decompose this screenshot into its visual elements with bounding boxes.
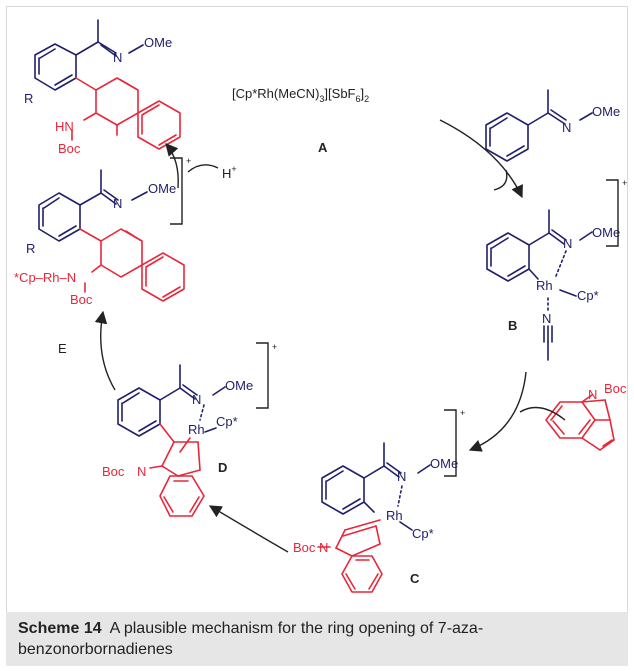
B-atom-Cp: Cp* bbox=[577, 288, 599, 303]
C-atom-N: N bbox=[397, 469, 406, 484]
D-atom-Rh: Rh bbox=[188, 422, 205, 437]
intermediate-C-structure bbox=[321, 442, 431, 531]
bracket-E bbox=[170, 157, 183, 225]
substrate-atom-OMe: OMe bbox=[592, 104, 620, 119]
arrow-D-to-E bbox=[94, 310, 116, 391]
label-B: B bbox=[508, 318, 517, 333]
aza-atom-Boc: Boc bbox=[604, 381, 627, 396]
atom-Boc: Boc bbox=[58, 141, 81, 156]
D-atom-OMe: OMe bbox=[225, 378, 253, 393]
charge-B: + bbox=[622, 178, 627, 188]
bracket-D bbox=[256, 342, 269, 409]
E-atom-OMe: OMe bbox=[148, 181, 176, 196]
E-atom-N: N bbox=[113, 196, 122, 211]
arrow-aza-in bbox=[519, 406, 566, 421]
aza-benzonorbornadiene bbox=[545, 394, 615, 451]
charge-E: + bbox=[186, 156, 191, 166]
B-atom-Rh: Rh bbox=[536, 278, 553, 293]
mechanism-diagram: N OMe R HN Boc [Cp*Rh(MeCN)3][SbF6]2 A H… bbox=[14, 19, 627, 593]
E-atom-Boc: Boc bbox=[70, 292, 93, 307]
charge-C: + bbox=[460, 408, 465, 418]
E-dihydronaphthalene bbox=[79, 228, 185, 302]
label-E: E bbox=[58, 341, 67, 356]
atom-N: N bbox=[113, 50, 122, 65]
substrate-acetophenone-oxime bbox=[485, 89, 593, 162]
D-atom-N: N bbox=[192, 392, 201, 407]
atom-HN: HN bbox=[55, 119, 74, 134]
arrow-B-to-C bbox=[468, 371, 527, 452]
caption-text: A plausible mechanism for the ring openi… bbox=[18, 620, 484, 658]
E-atom-R: R bbox=[26, 241, 35, 256]
substrate-atom-N: N bbox=[562, 120, 571, 135]
intermediate-E-aryl-oxime bbox=[38, 169, 148, 242]
caption-label: Scheme 14 bbox=[18, 620, 102, 637]
D-rhodacycle-fragment bbox=[149, 423, 205, 517]
label-C: C bbox=[410, 571, 420, 586]
atom-R: R bbox=[24, 91, 33, 106]
arrow-substrate-in bbox=[493, 169, 508, 191]
product-dihydronaphthalene bbox=[71, 77, 181, 150]
label-D: D bbox=[218, 460, 227, 475]
B-nitrile-N: N bbox=[542, 311, 551, 326]
arrow-C-to-D bbox=[208, 505, 289, 553]
arrow-proton-in bbox=[187, 164, 219, 173]
cycle-arrows bbox=[94, 119, 566, 553]
charge-D: + bbox=[272, 342, 277, 352]
C-bound-alkene bbox=[317, 519, 383, 593]
C-atom-N: N bbox=[319, 540, 328, 555]
B-atom-OMe: OMe bbox=[592, 225, 620, 240]
figure-panel bbox=[6, 6, 628, 612]
B-atom-N: N bbox=[563, 236, 572, 251]
catalyst-formula: [Cp*Rh(MeCN)3][SbF6]2 bbox=[232, 86, 369, 104]
C-atom-OMe: OMe bbox=[430, 456, 458, 471]
arrow-A-to-B bbox=[439, 119, 523, 199]
E-atom-CpRhN: *Cp–Rh–N bbox=[14, 270, 76, 285]
proton: H+ bbox=[222, 164, 237, 181]
arrow-E-to-product bbox=[165, 143, 179, 189]
D-atom-Cp: Cp* bbox=[216, 414, 238, 429]
D-atom-Boc: Boc bbox=[102, 464, 125, 479]
bracket-B bbox=[606, 179, 619, 247]
intermediate-D-structure bbox=[117, 364, 226, 437]
C-atom-Cp: Cp* bbox=[412, 526, 434, 541]
intermediate-B-structure bbox=[486, 209, 593, 361]
C-atom-Rh: Rh bbox=[386, 508, 403, 523]
label-A: A bbox=[318, 140, 328, 155]
C-atom-Boc: Boc bbox=[293, 540, 316, 555]
atom-OMe: OMe bbox=[144, 35, 172, 50]
aza-atom-N: N bbox=[588, 387, 597, 402]
D-atom-N: N bbox=[137, 464, 146, 479]
bracket-C bbox=[444, 409, 457, 477]
product-aryl-oxime bbox=[34, 19, 144, 91]
